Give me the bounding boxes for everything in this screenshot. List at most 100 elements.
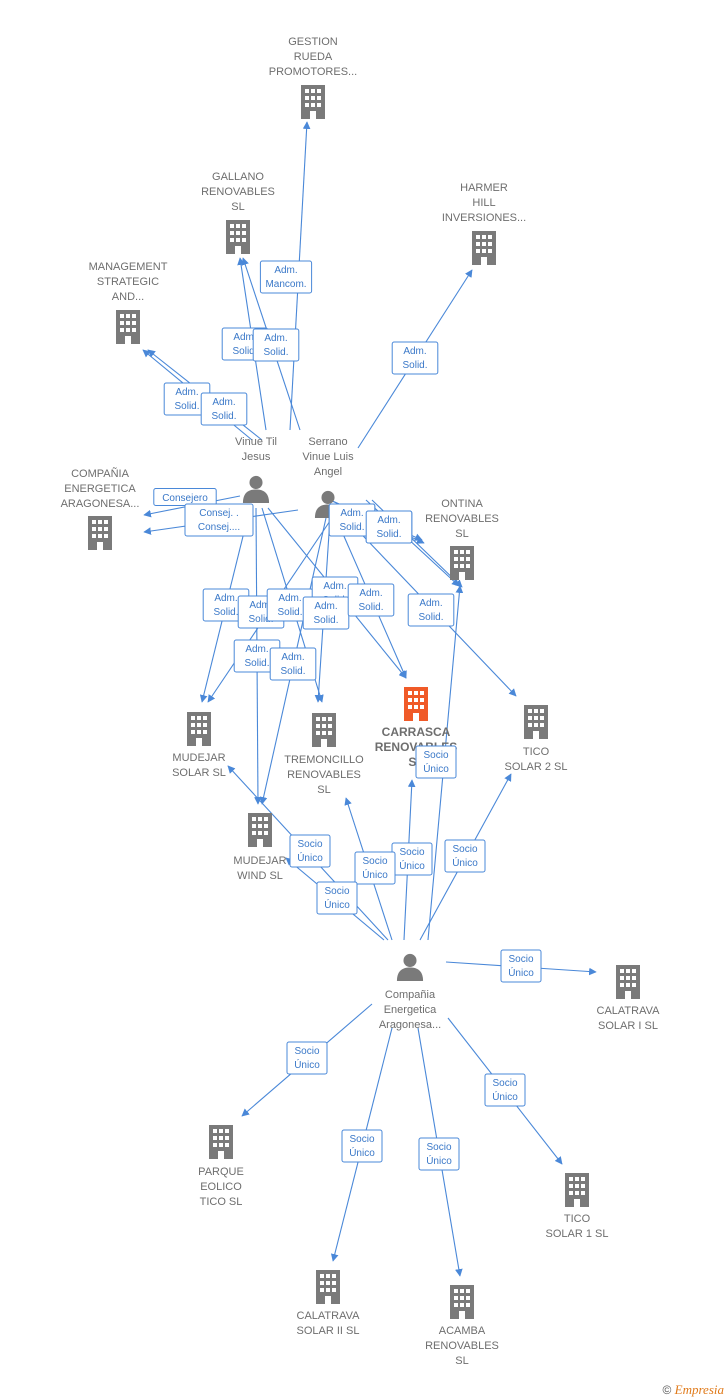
edge-label-box — [259, 260, 313, 294]
edge-label-box — [418, 1137, 460, 1171]
edge-label-text: Socio — [297, 839, 322, 850]
node-label: EOLICO — [200, 1181, 242, 1193]
edge-label-text: Adm. — [233, 332, 256, 343]
edge-label[interactable]: Consej. .Consej.... — [184, 503, 254, 537]
edge-label-text: Adm. — [281, 652, 304, 663]
footer-brand: © Empresia — [662, 1382, 724, 1398]
edge-label-text: Socio — [426, 1142, 451, 1153]
edge-label-box — [484, 1073, 526, 1107]
edge-label[interactable]: Adm.Solid. — [302, 596, 350, 630]
edge-label-text: Adm. — [377, 515, 400, 526]
building-icon — [312, 713, 336, 747]
edge-label[interactable]: Adm. Solid. — [269, 647, 317, 681]
edge-label[interactable]: Adm.Solid. — [252, 328, 300, 362]
node-gestion[interactable]: GESTIONRUEDAPROMOTORES... — [269, 36, 357, 119]
edge-label-text: Único — [508, 966, 534, 979]
node-label: TREMONCILLO — [284, 754, 364, 766]
edge-label[interactable]: Adm. Solid. — [407, 593, 455, 627]
edge-label[interactable]: Adm.Solid. — [391, 341, 439, 375]
brand-logo[interactable]: Empresia — [674, 1382, 724, 1397]
node-label: Angel — [314, 466, 342, 478]
edge-label-text: Adm. — [175, 387, 198, 398]
edge-label-text: Socio — [294, 1046, 319, 1057]
edge-label-box — [415, 745, 457, 779]
edge-label-text: Socio — [423, 750, 448, 761]
edge-label-box — [316, 881, 358, 915]
building-icon — [316, 1270, 340, 1304]
edge-label-text: Solid. — [232, 346, 257, 357]
building-icon — [524, 705, 548, 739]
edge-label[interactable]: Adm.Solid. — [347, 583, 395, 617]
node-label: ENERGETICA — [64, 483, 136, 495]
node-label: Serrano — [308, 436, 347, 448]
edge-label-text: Único — [324, 898, 350, 911]
building-icon — [226, 220, 250, 254]
edge-label-text: Adm. — [214, 593, 237, 604]
edge-label[interactable]: Adm. Solid. — [233, 639, 281, 673]
node-label: HARMER — [460, 182, 508, 194]
node-label: COMPAÑIA — [71, 467, 130, 480]
edge-label-text: Solid. — [339, 522, 364, 533]
node-compania-top[interactable]: COMPAÑIAENERGETICAARAGONESA... — [61, 467, 140, 550]
edge-label-text: Adm. — [419, 598, 442, 609]
edge-label-box — [444, 839, 486, 873]
building-icon — [116, 310, 140, 344]
edge-labels-layer: Adm.Mancom. Adm. Solid. Adm. Solid. Adm. Solid… — [153, 260, 542, 1171]
node-label: SL — [317, 784, 330, 796]
edge-label-text: Socio — [452, 844, 477, 855]
node-management[interactable]: MANAGEMENTSTRATEGICAND... — [89, 261, 168, 344]
person-icon — [242, 475, 270, 503]
edge-label[interactable]: Adm.Solid. — [200, 392, 248, 426]
edges-layer — [142, 121, 597, 1277]
edge-label-text: Solid. — [244, 658, 269, 669]
edge-label-text: Solid. — [418, 612, 443, 623]
edge-label-box — [341, 1129, 383, 1163]
node-compania-person[interactable]: CompañiaEnergeticaAragonesa... — [379, 953, 441, 1031]
edge-label[interactable]: Adm.Solid. — [365, 510, 413, 544]
node-label: SL — [231, 201, 244, 213]
edge-label-text: Solid. — [213, 607, 238, 618]
edge-label-text: Adm. — [340, 508, 363, 519]
edge-label-text: Único — [349, 1146, 375, 1159]
node-label: STRATEGIC — [97, 276, 159, 288]
node-label: MUDEJAR — [172, 752, 225, 764]
edge-label-text: Adm. — [278, 593, 301, 604]
node-label: MANAGEMENT — [89, 261, 168, 273]
edge-label[interactable]: Adm.Solid. — [163, 382, 211, 416]
edge-label[interactable]: Consejero — [153, 488, 217, 506]
edge-label-text: Adm. — [314, 601, 337, 612]
edge-label-text: Único — [362, 868, 388, 881]
edge-label-box — [500, 949, 542, 983]
edge-label-text: Socio — [399, 847, 424, 858]
edge-label[interactable]: Adm.Mancom. — [259, 260, 313, 294]
edge-label-text: Adm. — [245, 644, 268, 655]
node-label: RENOVABLES — [425, 1340, 499, 1352]
node-label: GESTION — [288, 36, 338, 48]
node-harmer[interactable]: HARMERHILLINVERSIONES... — [442, 182, 526, 265]
edge-label-text: Solid. — [280, 666, 305, 677]
